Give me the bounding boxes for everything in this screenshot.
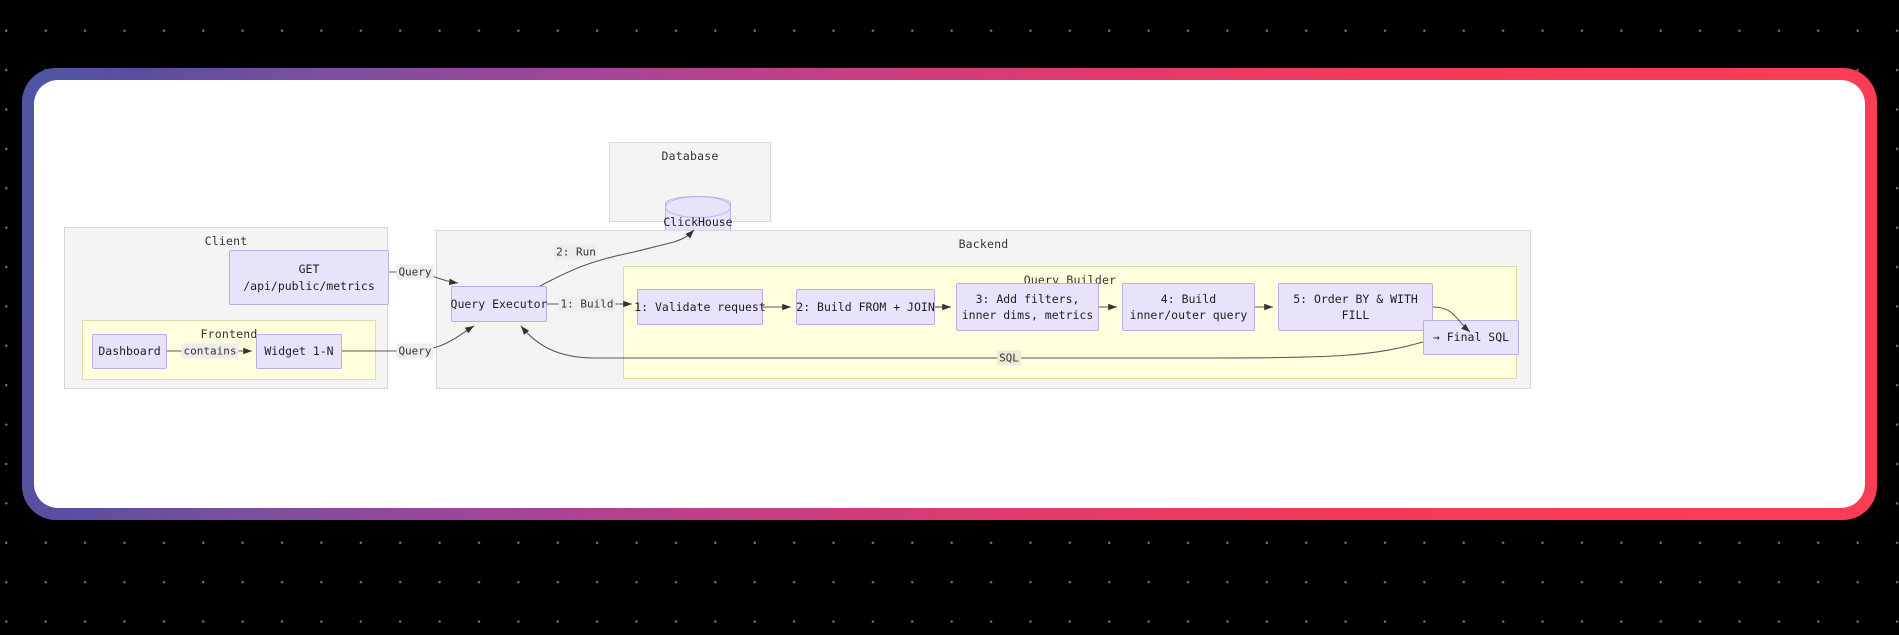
node-widget-label: Widget 1-N — [264, 344, 334, 359]
node-step-3-line1: 3: Add filters, — [975, 291, 1080, 306]
node-query-executor[interactable]: Query Executor — [451, 286, 547, 322]
node-step-5-line2: FILL — [1341, 308, 1370, 322]
edge-label-query-bottom: Query — [396, 343, 434, 359]
subgraph-frontend-title: Frontend — [200, 327, 258, 341]
node-step-1-label: 1: Validate request — [634, 299, 766, 314]
diagram-canvas: Database ClickHouse Client GET /api/publ… — [34, 80, 1865, 508]
edge-label-build: 1: Build — [558, 296, 616, 312]
edge-label-query-top: Query — [396, 264, 434, 280]
node-step-1-validate[interactable]: 1: Validate request — [634, 289, 766, 325]
node-step-4-inner-outer[interactable]: 4: Build inner/outer query — [1122, 283, 1255, 331]
diagram-card: Database ClickHouse Client GET /api/publ… — [34, 80, 1865, 508]
node-step-4-line2: inner/outer query — [1129, 308, 1248, 322]
edge-label-sql: SQL — [997, 350, 1021, 366]
edge-label-run: 2: Run — [554, 244, 598, 260]
node-step-3-filters[interactable]: 3: Add filters, inner dims, metrics — [956, 283, 1099, 331]
node-query-executor-label: Query Executor — [450, 296, 548, 311]
node-final-sql[interactable]: → Final SQL — [1423, 320, 1519, 355]
node-step-2-label: 2: Build FROM + JOIN — [796, 299, 935, 314]
node-step-5-order-fill[interactable]: 5: Order BY & WITH FILL — [1278, 283, 1433, 331]
node-get-endpoint-line1: GET — [298, 262, 320, 277]
node-step-3-line2: inner dims, metrics — [961, 308, 1094, 322]
node-final-sql-label: → Final SQL — [1432, 330, 1510, 345]
edge-layer — [167, 229, 1471, 359]
node-step-2-from-join[interactable]: 2: Build FROM + JOIN — [796, 289, 935, 325]
node-clickhouse-label: ClickHouse — [663, 214, 733, 229]
edge-label-contains: contains — [181, 343, 239, 359]
subgraph-client-title: Client — [204, 234, 248, 248]
gradient-frame: Database ClickHouse Client GET /api/publ… — [22, 68, 1877, 520]
edge-executor-clickhouse — [539, 229, 695, 287]
edge-step5-finalsql — [1432, 306, 1471, 333]
subgraph-database-title: Database — [661, 149, 719, 163]
subgraph-backend-title: Backend — [958, 237, 1009, 251]
node-dashboard[interactable]: Dashboard — [92, 334, 167, 369]
edge-finalsql-executor — [520, 325, 1424, 359]
node-dashboard-label: Dashboard — [98, 344, 161, 359]
node-get-endpoint[interactable]: GET /api/public/metrics — [229, 250, 389, 305]
node-step-4-line1: 4: Build — [1160, 291, 1217, 306]
node-get-endpoint-line2: /api/public/metrics — [243, 278, 375, 293]
node-widget[interactable]: Widget 1-N — [256, 334, 342, 369]
node-step-5-line1: 5: Order BY & WITH — [1293, 291, 1418, 306]
